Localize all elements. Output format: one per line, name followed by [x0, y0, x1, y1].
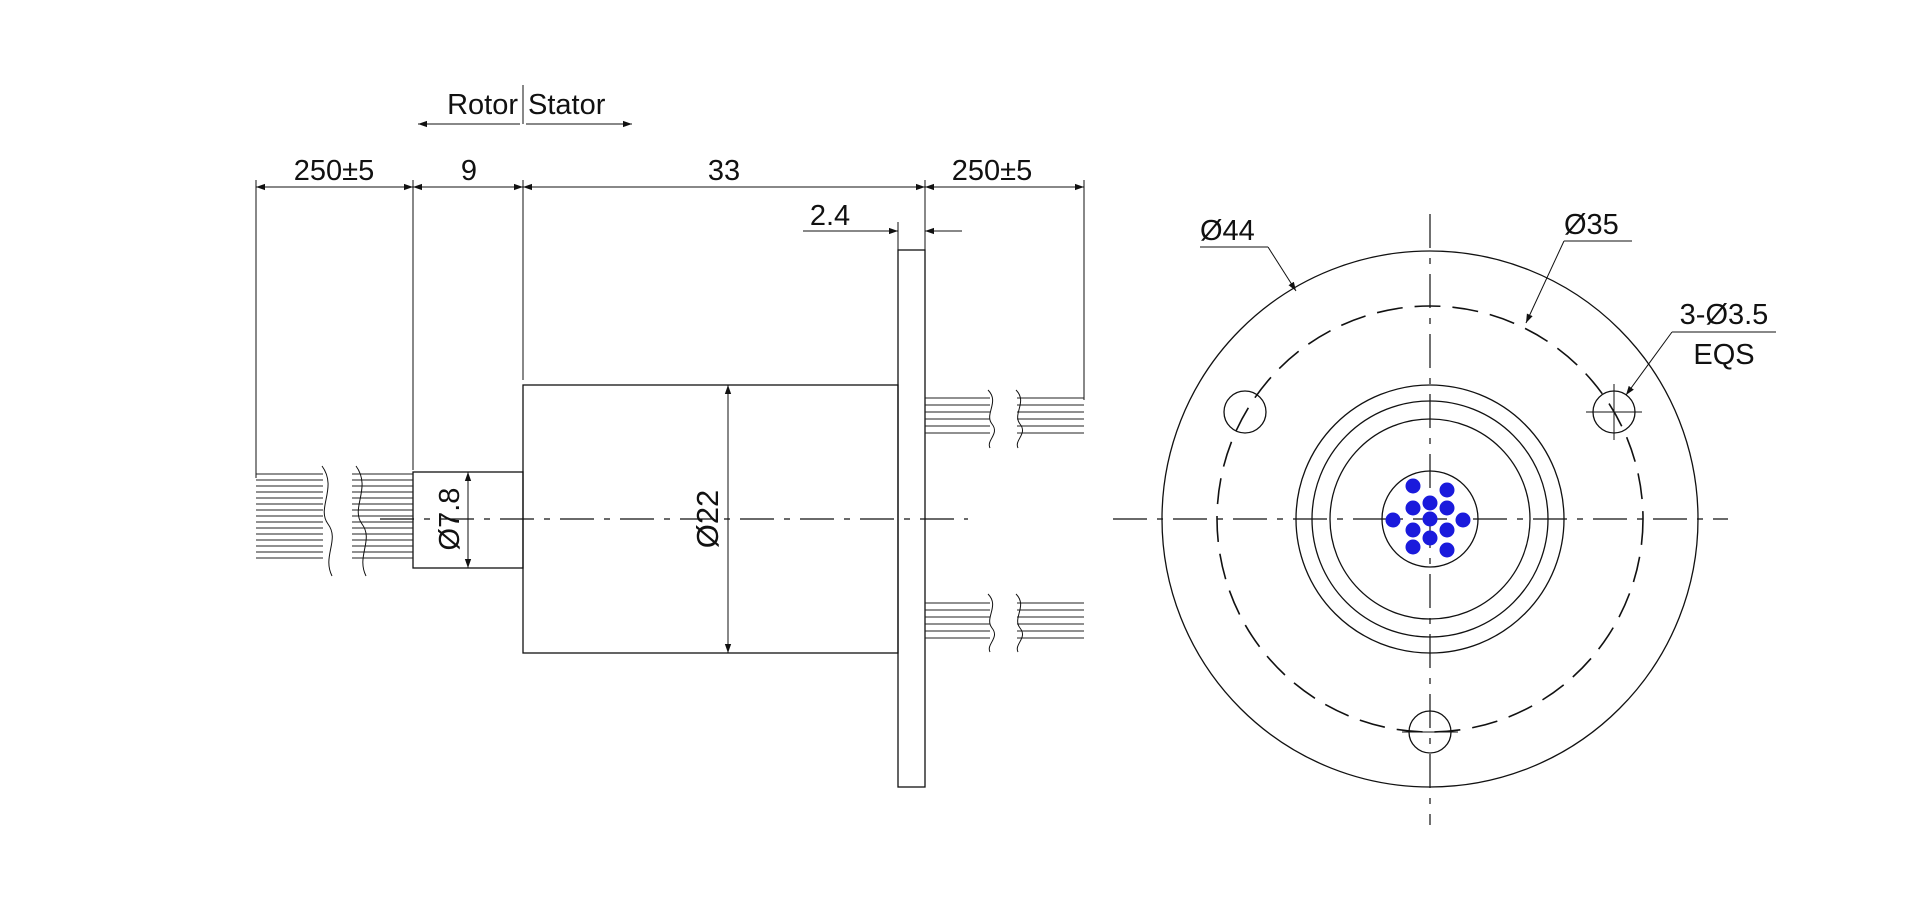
dim-flange-diameter: Ø44 [1200, 215, 1255, 247]
extension-lines [255, 180, 1085, 478]
dim-hole-spacing: EQS [1693, 339, 1754, 371]
top-dimensions: 250±5 9 33 250±5 2.4 [256, 155, 1084, 235]
dim-body-length: 33 [708, 155, 740, 187]
leader-bolt-circle [1525, 240, 1565, 324]
housing-ring-2 [1311, 400, 1549, 638]
break-mark-right-lower-1 [987, 593, 995, 653]
wire-bundle-right-upper [925, 397, 1084, 434]
dim-lead-right: 250±5 [952, 155, 1032, 187]
wire-dot-1 [1405, 478, 1421, 494]
wire-dot-6 [1385, 512, 1401, 528]
break-mark-left-2 [355, 465, 367, 577]
wire-dot-4 [1405, 500, 1421, 516]
rotor-label: Rotor [447, 89, 518, 121]
wire-dot-11 [1422, 530, 1438, 546]
wire-dot-13 [1439, 542, 1455, 558]
wire-dot-2 [1439, 482, 1455, 498]
bolt-circle [1216, 305, 1644, 733]
flange-outline [1161, 250, 1699, 788]
dim-rotor-length: 9 [461, 155, 477, 187]
dim-hole-spec: 3-Ø3.5 [1680, 299, 1769, 331]
mounting-holes [1223, 384, 1642, 754]
break-mark-left-1 [321, 465, 333, 577]
break-mark-right-upper-1 [987, 389, 995, 449]
dim-flange-thickness: 2.4 [810, 200, 850, 232]
wire-dot-12 [1405, 539, 1421, 555]
lead-wires-left [256, 465, 413, 577]
dim-lead-left: 250±5 [294, 155, 374, 187]
wire-bundle-right-lower [925, 602, 1084, 639]
stator-label: Stator [528, 89, 606, 121]
break-mark-right-upper-2 [1015, 389, 1023, 449]
end-view-dimensions: Ø44 Ø35 3-Ø3.5 EQS [1200, 209, 1776, 396]
wire-bundle-left-b [352, 473, 413, 559]
wire-dot-5 [1439, 500, 1455, 516]
wire-dot-8 [1455, 512, 1471, 528]
side-view: Rotor Stator 250±5 9 33 250±5 [255, 85, 1085, 788]
lead-wires-right [925, 389, 1084, 653]
wire-dot-9 [1405, 522, 1421, 538]
end-view: Ø44 Ø35 3-Ø3.5 EQS [1113, 209, 1776, 825]
mounting-hole-top-left [1223, 390, 1267, 434]
leader-hole-spec [1625, 331, 1673, 396]
wire-dot-3 [1422, 495, 1438, 511]
dim-bolt-circle: Ø35 [1564, 209, 1619, 241]
wire-exit-circle [1381, 470, 1479, 568]
rotor-stator-header: Rotor Stator [418, 85, 632, 128]
housing-outer-ring [1295, 384, 1565, 654]
wire-bundle-left-a [256, 473, 323, 559]
wire-dots [1385, 478, 1471, 558]
housing-ring-3 [1329, 418, 1531, 620]
leader-flange-diameter [1267, 246, 1297, 292]
wire-dot-10 [1439, 522, 1455, 538]
break-mark-right-lower-2 [1015, 593, 1023, 653]
wire-dot-7 [1422, 511, 1438, 527]
